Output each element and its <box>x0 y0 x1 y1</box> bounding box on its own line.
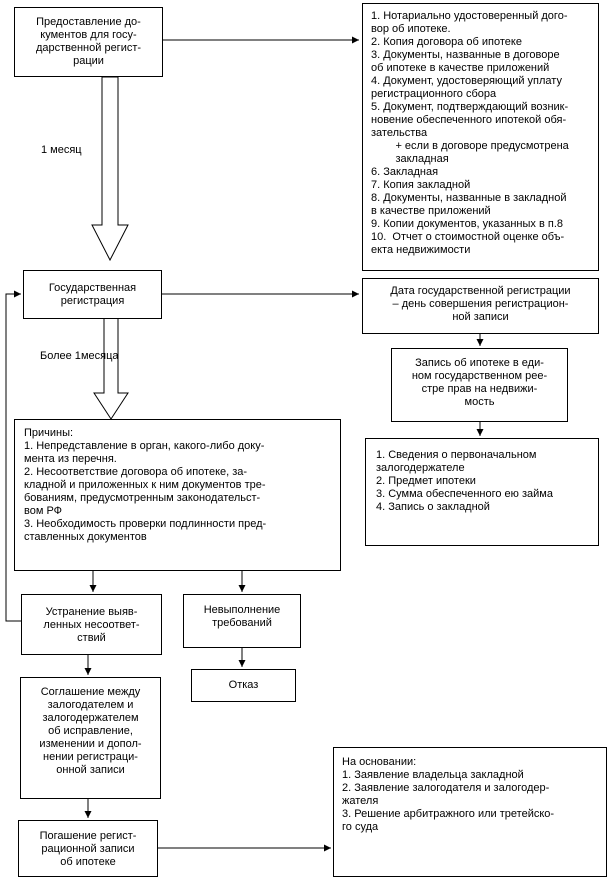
text-line: залогодержателе <box>376 462 465 474</box>
text-line: 4. Запись о закладной <box>376 501 490 513</box>
text-line: 7. Копия закладной <box>371 179 471 191</box>
text-line: вор об ипотеке. <box>371 23 451 35</box>
text-line: Устранение выяв- <box>45 606 138 618</box>
box-reasons: Причины:1. Непредставление в орган, како… <box>14 419 341 571</box>
box-elimination-of-discrepancies: Устранение выяв-ленных несоответ-ствий <box>21 594 162 655</box>
text-line: бованиям, предусмотренным законодательст… <box>24 492 261 504</box>
text-line: 1. Нотариально удостоверенный дого- <box>371 10 568 22</box>
text-line: Государственная <box>48 282 137 294</box>
text-line: На основании: <box>342 756 417 768</box>
text-line: ленных несоответ- <box>43 619 140 631</box>
text-line: вом РФ <box>24 505 63 517</box>
text-line: 1. Непредставление в орган, какого-либо … <box>24 440 265 452</box>
text-line: го суда <box>342 821 379 833</box>
text-line: 8. Документы, названные в закладной <box>371 192 567 204</box>
text-line: стре прав на недвижи- <box>421 383 538 395</box>
text-line: ном государственном рее- <box>411 370 548 382</box>
text-line: Запись об ипотеке в еди- <box>415 357 544 369</box>
text-line: + если в договоре предусмотрена <box>371 140 569 152</box>
text-line: – день совершения регистрацион- <box>392 298 569 310</box>
text-line: в качестве приложений <box>371 205 491 217</box>
text-line: рационной записи <box>41 843 135 855</box>
text-line: требований <box>212 617 272 629</box>
text-line: об исправление, <box>48 725 133 737</box>
text-line: ствий <box>77 632 106 644</box>
text-line: Причины: <box>24 427 74 439</box>
text-line: рации <box>73 55 104 67</box>
box-refusal: Отказ <box>191 669 296 702</box>
text-line: Дата государственной регистрации <box>390 285 571 297</box>
arrow-elimination-loop-back <box>5 290 21 622</box>
text-line: 2. Заявление залогодателя и залогодер- <box>342 782 550 794</box>
text-line: 9. Копии документов, указанных в п.8 <box>371 218 564 230</box>
text-line: 6. Закладная <box>371 166 439 178</box>
text-line: об ипотеке в качестве приложений <box>371 62 550 74</box>
text-line: 4. Документ, удостоверяющий уплату <box>371 75 562 87</box>
text-line: Более 1 <box>40 350 81 362</box>
text-line: месяца <box>80 350 119 362</box>
text-line: 3. Сумма обеспеченного ею займа <box>376 488 553 500</box>
text-line: 3. Документы, названные в договоре <box>371 49 560 61</box>
box-grounds: На основании:1. Заявление владельца закл… <box>333 747 607 877</box>
text-line: мость <box>464 396 495 408</box>
text-line: 1. Сведения о первоначальном <box>376 449 537 461</box>
text-line: кументов для госу- <box>40 29 137 41</box>
text-line: Отказ <box>228 679 259 691</box>
box-register-entry: Запись об ипотеке в еди-ном государствен… <box>391 348 568 422</box>
text-line: новение обеспеченного ипотекой обя- <box>371 114 567 126</box>
box-document-submission: Предоставление до-кументов для госу-дарс… <box>14 7 163 77</box>
text-line: Невыполнение <box>203 604 281 616</box>
text-line: 1. Заявление владельца закладной <box>342 769 524 781</box>
text-line: залогодержателем <box>42 712 139 724</box>
text-line: 3. Решение арбитражного или третейско- <box>342 808 555 820</box>
text-line: изменении и допол- <box>39 738 142 750</box>
text-line: 2. Несоответствие договора об ипотеке, з… <box>24 466 248 478</box>
text-line: регистрационного сбора <box>371 88 497 100</box>
box-documents-list: 1. Нотариально удостоверенный дого-вор о… <box>362 3 599 271</box>
text-line: ставленных документов <box>24 531 147 543</box>
text-line: залогодателем и <box>47 699 134 711</box>
text-line: жателя <box>342 795 379 807</box>
text-line: мента из перечня. <box>24 453 117 465</box>
text-line: 5. Документ, подтверждающий возник- <box>371 101 569 113</box>
text-line: регистрация <box>60 295 125 307</box>
text-line: закладная <box>371 153 449 165</box>
text-line: об ипотеке <box>60 856 116 868</box>
hollow-arrow-more-than-month <box>93 317 129 420</box>
text-line: Предоставление до- <box>36 16 141 28</box>
text-line: 2. Предмет ипотеки <box>376 475 476 487</box>
hollow-arrow-one-month <box>91 76 129 262</box>
label-one-month: 1 месяц <box>41 144 82 156</box>
text-line: екта недвижимости <box>371 244 471 256</box>
text-line: нении регистраци- <box>43 751 138 763</box>
text-line: ной записи <box>452 311 509 323</box>
text-line: кладной и приложенных к ним документов т… <box>24 479 266 491</box>
text-line: онной записи <box>56 764 125 776</box>
text-line: зательства <box>371 127 428 139</box>
text-line: 3. Необходимость проверки подлинности пр… <box>24 518 267 530</box>
text-line: Соглашение между <box>40 686 141 698</box>
label-more-than-month: Более 1месяца <box>40 350 119 363</box>
box-registration-date: Дата государственной регистрации– день с… <box>362 278 599 334</box>
text-line: 2. Копия договора об ипотеке <box>371 36 522 48</box>
text-line: Погашение регист- <box>39 830 137 842</box>
text-line: дарственной регист- <box>35 42 142 54</box>
text-line: 10. Отчет о стоимостной оценке объ- <box>371 231 565 243</box>
